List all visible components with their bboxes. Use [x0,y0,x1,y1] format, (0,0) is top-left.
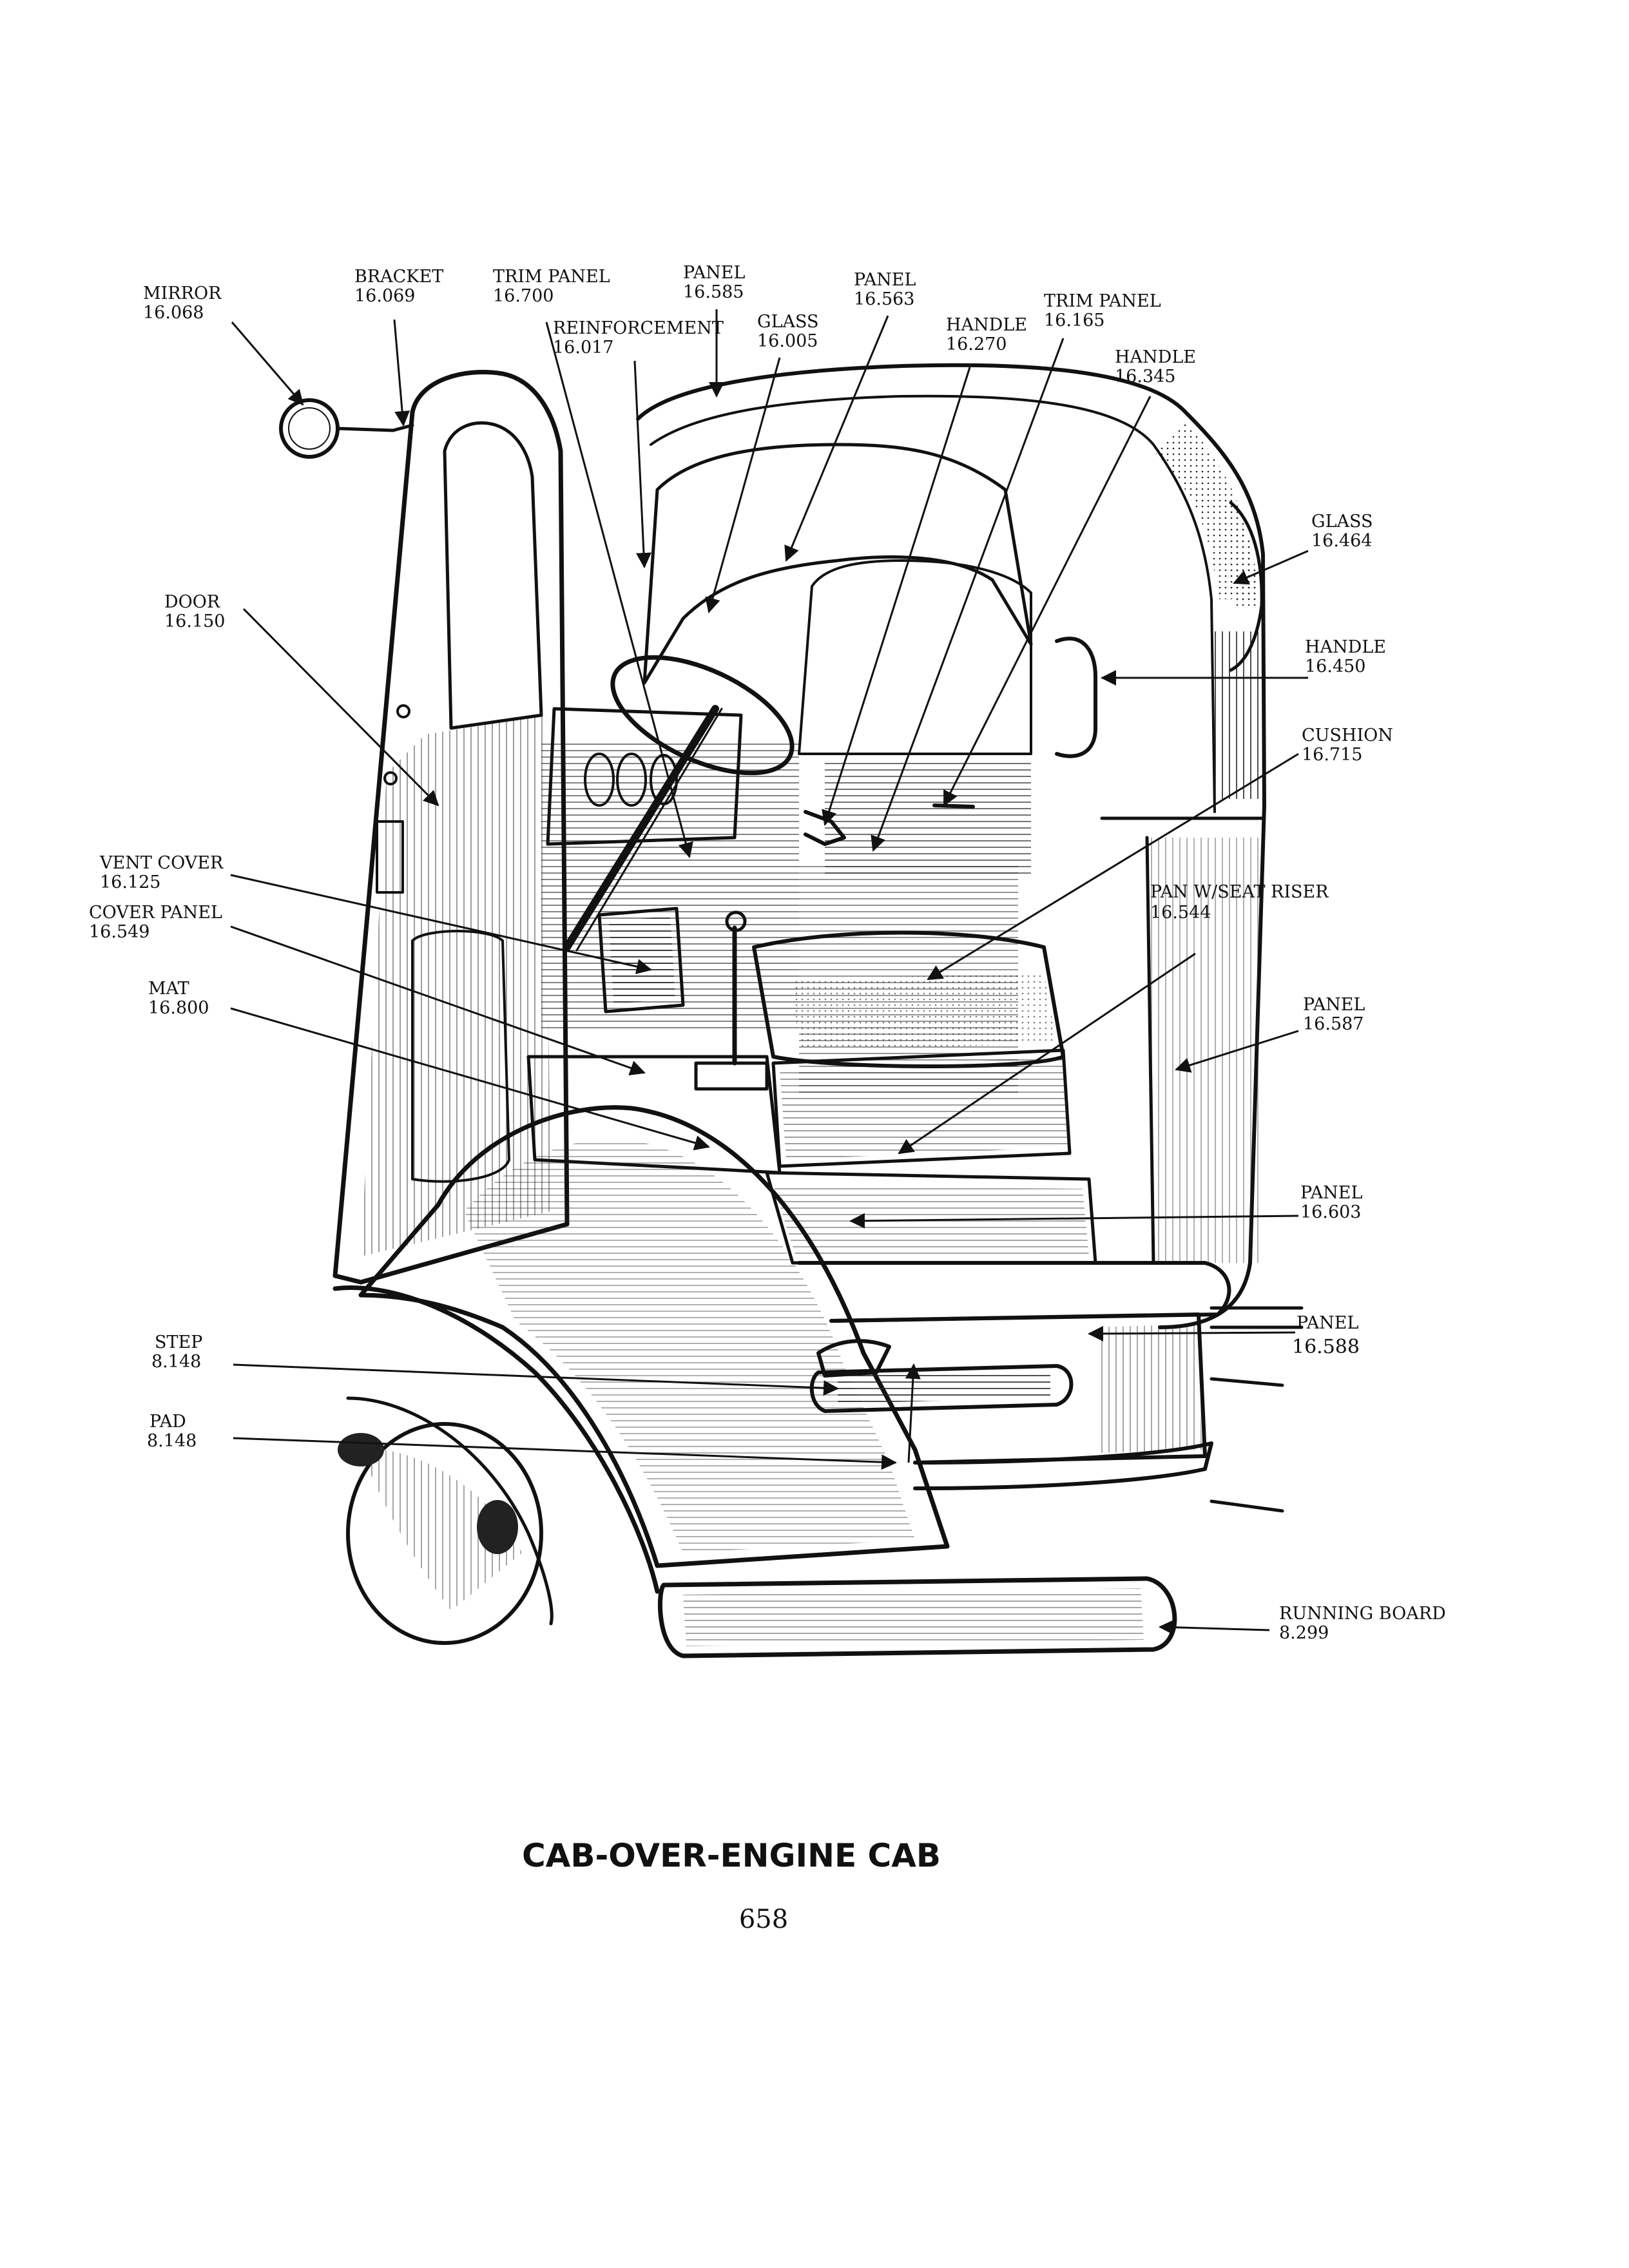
leader-glass-rear [1233,550,1309,585]
callout-mirror-name: MIRROR [143,284,222,303]
callout-pan-seat-riser-part: 16.544 [1150,903,1211,923]
callout-panel-inner-roof-part: 16.563 [854,289,914,309]
leader-panel-back [1175,1030,1299,1073]
leader-handle-lock [943,396,1152,807]
callout-running-board-part: 8.299 [1279,1623,1329,1643]
callout-panel-floor-name: PANEL [1300,1183,1363,1203]
callout-bracket-name: BRACKET [354,267,443,287]
callout-pan-seat-riser-name: PAN W/SEAT RISER [1150,882,1329,902]
leader-trim-panel-a [545,322,693,858]
figure-title: CAB-OVER-ENGINE CAB [522,1837,941,1874]
callout-panel-inner-roof-name: PANEL [854,270,916,290]
leader-reinforcement [633,360,651,568]
callout-panel-back-name: PANEL [1303,995,1365,1015]
callout-handle-inner-part: 16.270 [946,334,1007,354]
callout-handle-grab-name: HANDLE [1305,637,1386,657]
page-number: 658 [739,1905,788,1934]
callout-handle-lock-part: 16.345 [1115,367,1175,387]
callout-pad-name: PAD [149,1412,186,1432]
callout-panel-roof-name: PANEL [683,263,746,283]
callout-cover-panel-part: 16.549 [89,922,149,942]
callout-panel-lower-part: 16.588 [1292,1336,1360,1358]
leader-vent-cover [230,874,652,974]
callout-cover-panel-name: COVER PANEL [89,903,222,923]
callout-handle-inner-name: HANDLE [946,315,1027,335]
callout-glass-rear-name: GLASS [1311,512,1373,532]
callout-step-part: 8.148 [151,1352,201,1372]
callout-panel-lower-name: PANEL [1296,1313,1359,1333]
callout-glass-windshield-name: GLASS [757,312,819,332]
callout-handle-grab-part: 16.450 [1305,657,1365,677]
callout-glass-rear-part: 16.464 [1311,531,1372,551]
callout-mirror-part: 16.068 [143,303,204,323]
callout-glass-windshield-part: 16.005 [757,331,818,351]
callout-mat-part: 16.800 [148,998,209,1018]
callout-trim-panel-a-name: TRIM PANEL [493,267,610,287]
callout-panel-roof-part: 16.585 [683,282,744,302]
callout-cushion-part: 16.715 [1302,745,1362,765]
leader-handle-inner [822,367,971,826]
leader-pad [233,1437,897,1470]
leader-glass-windshield [705,357,781,613]
callout-labels: MIRROR 16.068 BRACKET 16.069 TRIM PANEL … [89,263,1446,1643]
callout-cushion-name: CUSHION [1302,726,1393,745]
callout-vent-cover-name: VENT COVER [99,853,224,873]
leader-pad-up [905,1363,921,1463]
leader-bracket [393,319,410,427]
leader-step [233,1363,839,1396]
cab-illustration [279,363,1304,1658]
callout-step-name: STEP [155,1332,202,1352]
callout-door-name: DOOR [164,592,220,612]
callout-handle-lock-name: HANDLE [1115,347,1196,367]
leader-panel-inner-roof [784,315,889,562]
leader-panel-floor [849,1213,1299,1229]
callout-door-part: 16.150 [164,611,225,631]
callout-reinforcement-name: REINFORCEMENT [553,318,724,338]
callout-pad-part: 8.148 [147,1431,197,1451]
leader-trim-panel-b [871,338,1065,852]
callout-mat-name: MAT [148,979,189,999]
leader-cushion [927,753,1299,981]
callout-panel-back-part: 16.587 [1303,1014,1364,1034]
callout-trim-panel-a-part: 16.700 [493,286,554,306]
callout-trim-panel-b-name: TRIM PANEL [1044,291,1161,311]
callout-vent-cover-part: 16.125 [100,872,160,892]
callout-trim-panel-b-part: 16.165 [1044,311,1104,331]
leader-pan-seat-riser [898,952,1196,1155]
leader-cover-panel [230,925,646,1075]
callout-panel-floor-part: 16.603 [1300,1202,1361,1222]
callout-running-board-name: RUNNING BOARD [1279,1604,1446,1624]
callout-reinforcement-part: 16.017 [553,338,613,358]
leader-door [242,608,439,807]
leader-mat [230,1007,710,1151]
callout-bracket-part: 16.069 [354,286,415,306]
leader-mirror [231,322,304,406]
callout-leader-lines [230,309,1309,1635]
leader-running-board [1159,1619,1270,1635]
leader-panel-lower [1088,1325,1296,1341]
